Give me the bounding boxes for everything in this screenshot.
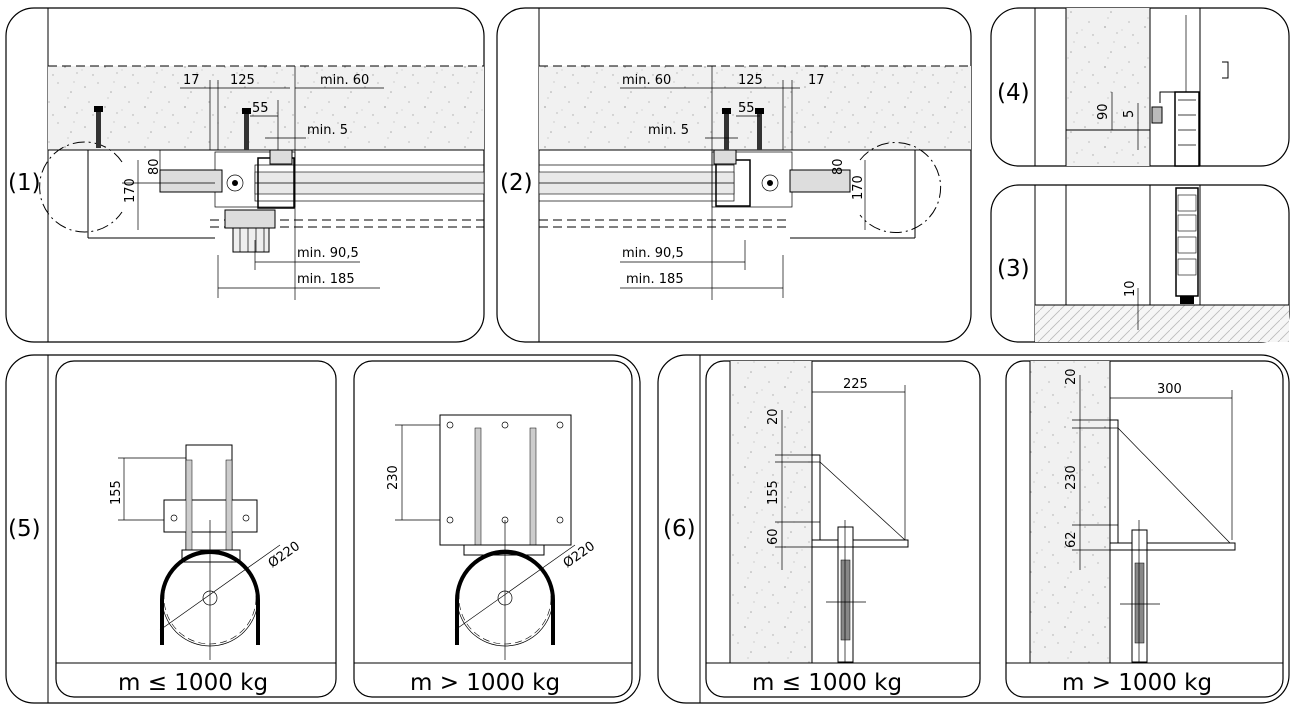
anchor-bolt-icon: [755, 108, 764, 150]
dim-17: 17: [183, 73, 200, 88]
panel-3: (3) 10: [990, 184, 1290, 343]
dim-170: 170: [851, 175, 866, 200]
dim-10: 10: [1123, 280, 1138, 297]
caption-load-le-1000: m ≤ 1000 kg: [752, 670, 902, 696]
dim-125: 125: [230, 73, 255, 88]
dim-min-5: min. 5: [307, 123, 348, 138]
dim-min-185: min. 185: [297, 272, 355, 287]
anchor-bolt-icon: [242, 108, 251, 150]
panel-4: (4) 90 5: [990, 7, 1290, 167]
dim-min-60: min. 60: [320, 73, 369, 88]
ceiling-concrete: [48, 66, 484, 150]
dim-125: 125: [738, 73, 763, 88]
panel-6: (6) 225 20 155 60 m ≤ 1000 kg: [657, 354, 1290, 704]
dim-90: 90: [1096, 103, 1111, 120]
anchor-bolt-icon: [94, 106, 103, 148]
dim-5: 5: [1122, 110, 1137, 118]
dim-55: 55: [738, 101, 755, 116]
caption-load-gt-1000: m > 1000 kg: [1062, 670, 1212, 696]
dim-300: 300: [1157, 382, 1182, 397]
caption-load-gt-1000: m > 1000 kg: [410, 670, 560, 696]
dim-225: 225: [843, 377, 868, 392]
panel-5: (5) 155 Ø220 m ≤ 1000 kg: [5, 354, 641, 704]
panel-1-number: (1): [8, 170, 41, 196]
panel-2: (2) min. 60 125: [496, 7, 972, 343]
dim-80: 80: [831, 158, 846, 175]
dim-60: 60: [766, 528, 781, 545]
anchor-bolt-icon: [722, 108, 731, 150]
caption-load-le-1000: m ≤ 1000 kg: [118, 670, 268, 696]
dim-20: 20: [1064, 368, 1079, 385]
panel-2-number: (2): [500, 170, 533, 196]
dim-62: 62: [1064, 531, 1079, 548]
dim-min-60: min. 60: [622, 73, 671, 88]
panel-4-number: (4): [997, 80, 1030, 106]
panel-5-number: (5): [8, 516, 41, 542]
dim-min-90-5: min. 90,5: [622, 246, 684, 261]
dim-20: 20: [766, 408, 781, 425]
panel-1: (1): [5, 7, 485, 343]
dim-55: 55: [252, 101, 269, 116]
dim-230: 230: [386, 465, 401, 490]
dim-155: 155: [109, 480, 124, 505]
panel-3-number: (3): [997, 256, 1030, 282]
panel-6-number: (6): [663, 516, 696, 542]
dim-17: 17: [808, 73, 825, 88]
dim-155: 155: [766, 480, 781, 505]
dim-170: 170: [123, 178, 138, 203]
dim-min-185: min. 185: [626, 272, 684, 287]
dim-80: 80: [147, 158, 162, 175]
dim-230: 230: [1064, 465, 1079, 490]
dim-min-90-5: min. 90,5: [297, 246, 359, 261]
dim-min-5: min. 5: [648, 123, 689, 138]
